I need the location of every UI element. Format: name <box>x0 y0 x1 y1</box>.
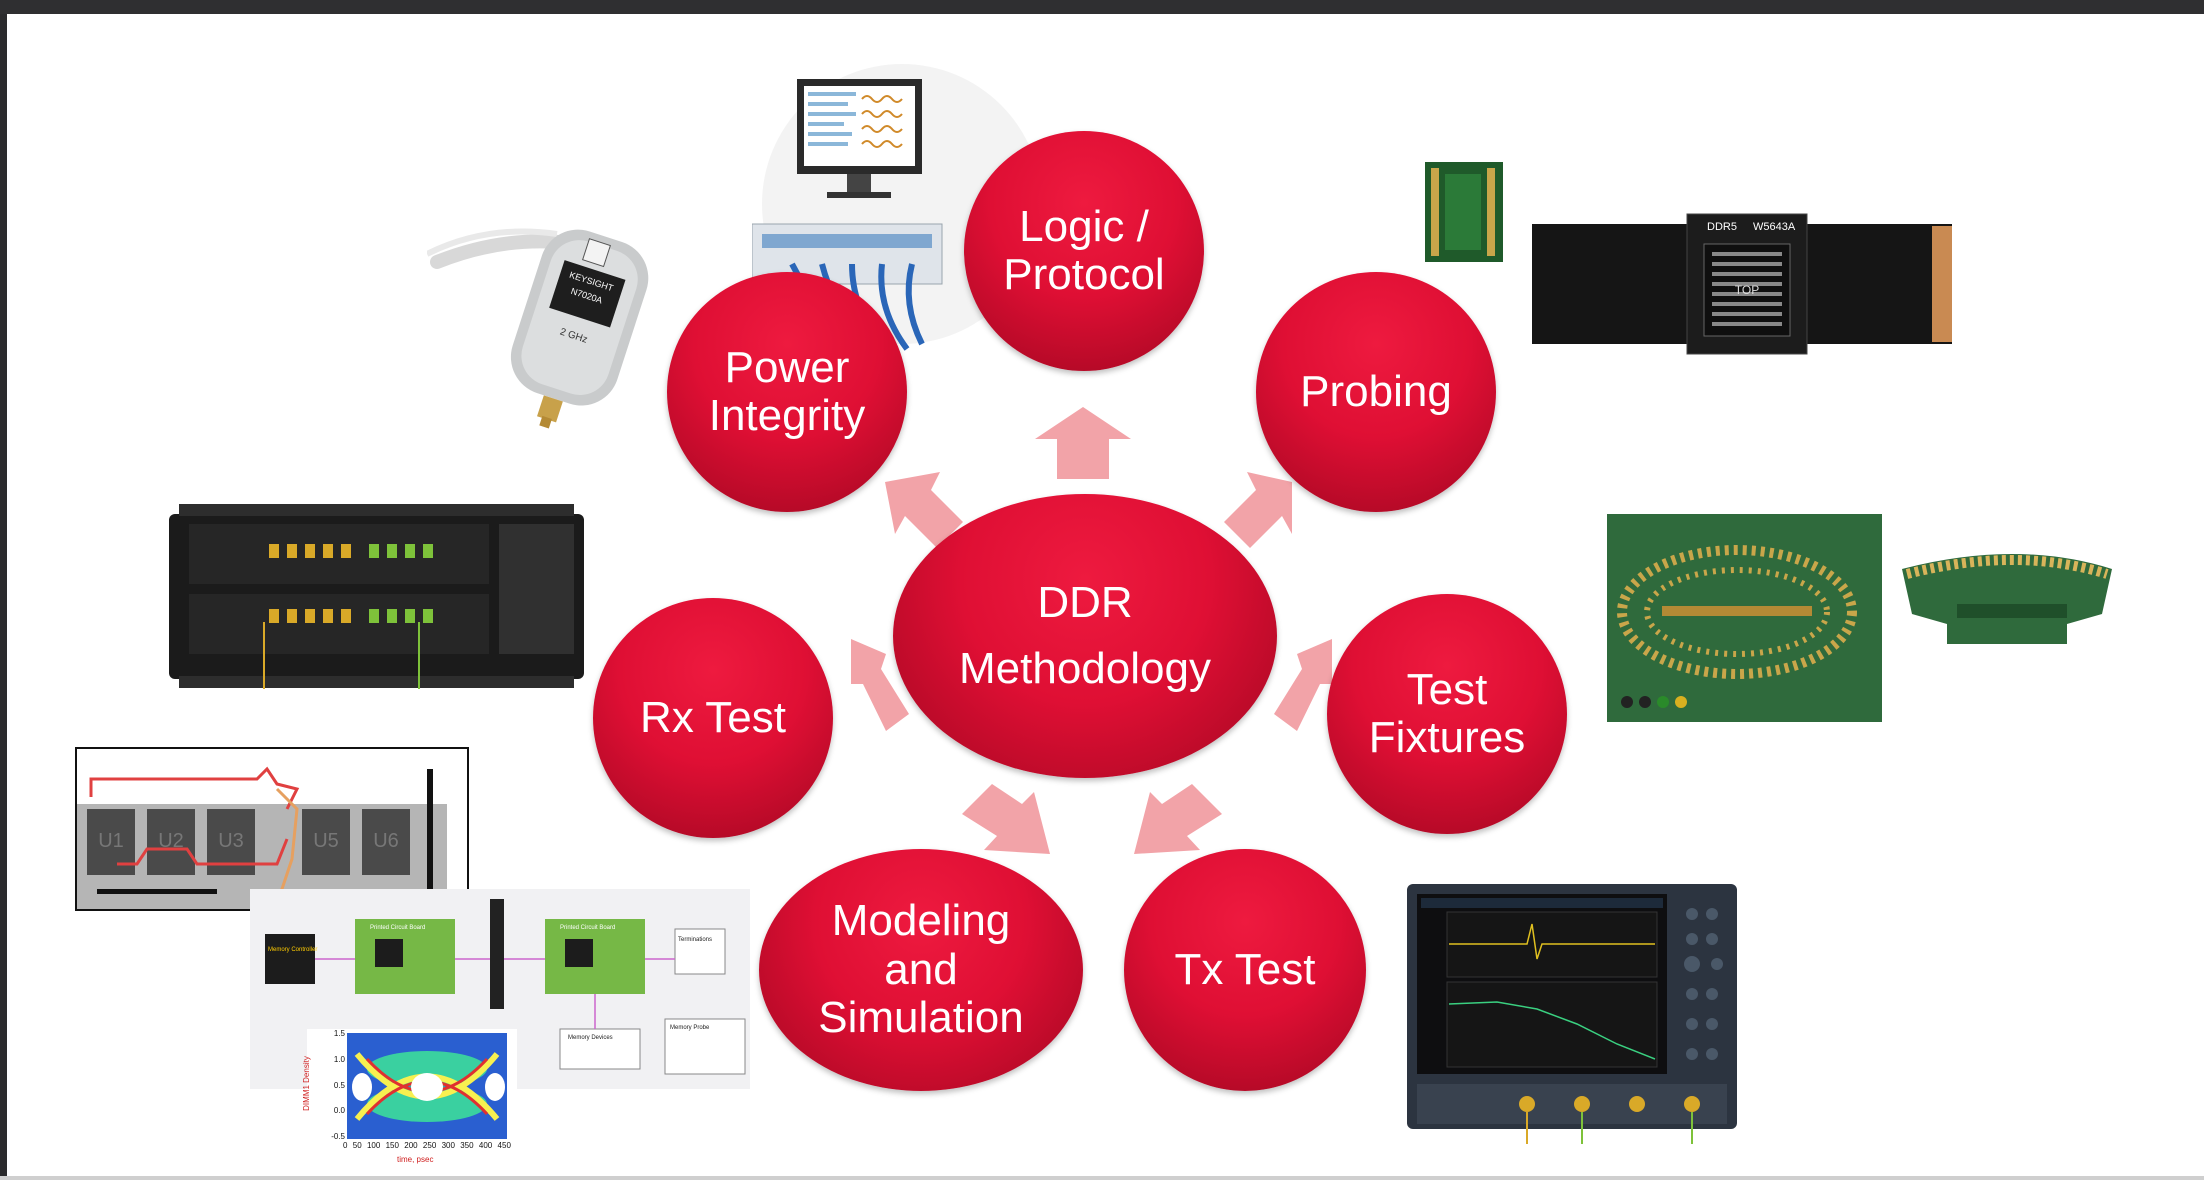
schematic-memory-devices: Memory Devices <box>568 1035 613 1041</box>
node-power-integrity-label: Power Integrity <box>708 342 866 440</box>
eye-chart-xlabel: time, psec <box>397 1155 434 1164</box>
xtick: 0 <box>343 1141 348 1150</box>
xtick: 100 <box>366 1141 381 1150</box>
xtick: 300 <box>441 1141 455 1150</box>
eye-chart-ylabel: DIMM1 Density <box>301 1056 311 1111</box>
oscilloscope-image <box>1407 884 1737 1144</box>
board-layout-image: U1 U2 U3 U5 U6 <box>75 747 469 911</box>
schematic-terminations: Terminations <box>678 937 712 943</box>
node-probing-label: Probing <box>1300 366 1452 416</box>
interposer-top-text: TOP <box>1735 283 1759 297</box>
layout-chip-u1: U1 <box>98 830 124 852</box>
xtick: 350 <box>460 1141 474 1150</box>
xtick: 250 <box>422 1141 437 1150</box>
arrow-left <box>851 639 909 731</box>
node-modeling-simulation: Modeling and Simulation <box>759 849 1083 1091</box>
test-fixture-boards-image <box>1607 514 2112 722</box>
arrow-downright <box>1134 784 1222 854</box>
xtick: 50 <box>352 1141 362 1150</box>
interposer-ddr5-text: DDR5 <box>1707 221 1737 233</box>
interposer-model-text: W5643A <box>1753 221 1796 233</box>
slide-canvas: KEYSIGHT N7020A 2 GHz <box>7 14 2204 1176</box>
ytick: 0.0 <box>333 1106 345 1116</box>
node-logic-protocol: Logic / Protocol <box>964 131 1204 371</box>
node-tx-test: Tx Test <box>1124 849 1366 1091</box>
ytick: 1.0 <box>333 1054 345 1064</box>
window-top-bar <box>0 0 2204 14</box>
layout-chip-u6: U6 <box>373 830 399 852</box>
schematic-memory-controller: Memory Controller <box>268 947 317 953</box>
layout-chip-u3: U3 <box>218 830 244 852</box>
arrow-upleft <box>885 472 963 548</box>
node-logic-protocol-label: Logic / Protocol <box>1003 201 1165 299</box>
xtick: 450 <box>497 1141 511 1150</box>
node-ddr-methodology: DDR Methodology <box>893 494 1277 778</box>
node-rx-test-label: Rx Test <box>640 692 786 742</box>
xtick: 200 <box>404 1141 418 1150</box>
rx-test-rack-image <box>169 504 584 689</box>
arrow-downleft <box>962 784 1050 854</box>
node-probing: Probing <box>1256 272 1496 512</box>
node-tx-test-label: Tx Test <box>1174 944 1316 994</box>
ytick: 1.5 <box>333 1029 345 1038</box>
eye-density-chart: 1.5 1.0 0.5 0.0 -0.5 DIMM1 Density 0 50 … <box>302 1029 517 1169</box>
arrow-up <box>1035 407 1131 479</box>
layout-chip-u5: U5 <box>313 830 339 852</box>
xtick: 400 <box>478 1141 493 1150</box>
ytick: 0.5 <box>333 1080 345 1090</box>
arrow-right <box>1274 639 1332 731</box>
arrow-upright <box>1224 472 1292 548</box>
node-test-fixtures-label: Test Fixtures <box>1368 664 1526 762</box>
ytick: -0.5 <box>331 1132 345 1141</box>
node-ddr-methodology-label: DDR Methodology <box>959 578 1211 693</box>
layout-chip-u2: U2 <box>158 830 184 852</box>
eye-chart-yticks: 1.5 1.0 0.5 0.0 -0.5 <box>327 1029 345 1141</box>
node-power-integrity: Power Integrity <box>667 272 907 512</box>
schematic-pcb-1: Printed Circuit Board <box>370 925 425 931</box>
ddr5-interposer-image: DDR5 W5643A TOP <box>1425 162 1952 355</box>
node-rx-test: Rx Test <box>593 598 833 838</box>
node-modeling-simulation-label: Modeling and Simulation <box>818 896 1024 1043</box>
xtick: 150 <box>385 1141 399 1150</box>
eye-chart-xticks: 0 50 100 150 200 250 300 350 400 450 <box>343 1141 511 1150</box>
power-rail-probe-image: KEYSIGHT N7020A 2 GHz <box>427 228 649 429</box>
schematic-pcb-2: Printed Circuit Board <box>560 925 615 931</box>
node-test-fixtures: Test Fixtures <box>1327 594 1567 834</box>
schematic-memory-probe: Memory Probe <box>670 1025 710 1031</box>
window-bottom-bar <box>0 1176 2204 1180</box>
